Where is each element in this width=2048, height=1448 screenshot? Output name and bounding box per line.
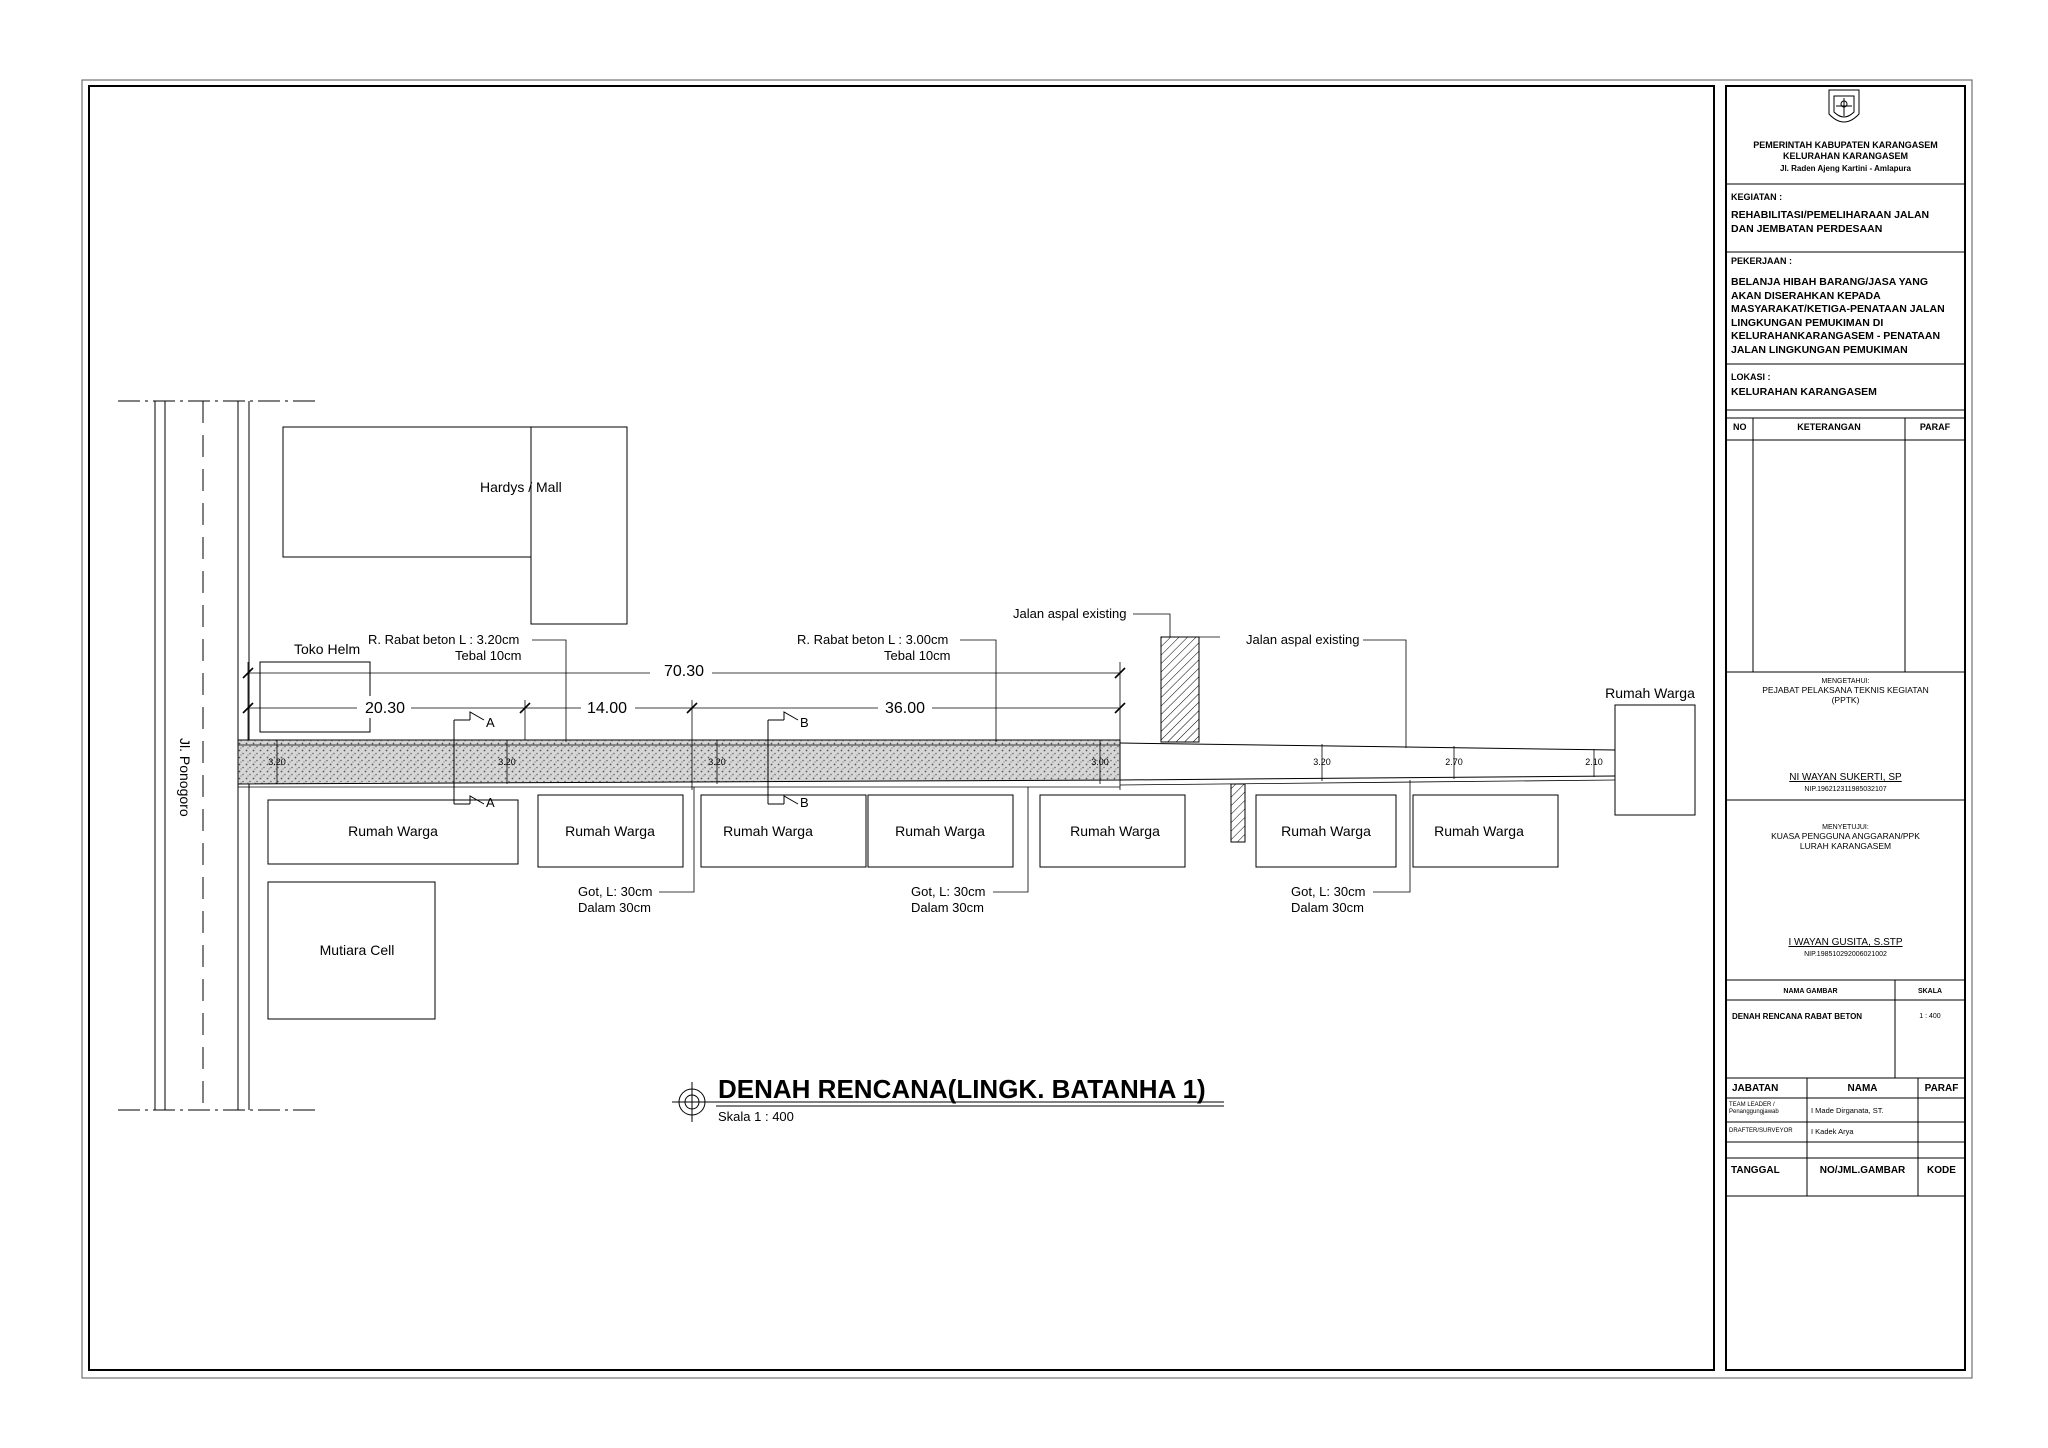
- rumah-warga-label: Rumah Warga: [565, 823, 655, 839]
- dim-total: 70.30: [664, 663, 704, 680]
- pekerjaan-label: PEKERJAAN :: [1731, 256, 1793, 266]
- section-a-label: A: [486, 715, 495, 730]
- kpa-name: I WAYAN GUSITA, S.STP: [1788, 937, 1903, 948]
- mutiara-cell-building: [267, 881, 436, 1020]
- pptk-nip: NIP.196212311985032107: [1804, 786, 1887, 793]
- no-gambar-header: NO/JML.GAMBAR: [1819, 1165, 1906, 1176]
- width-label: 3.20: [708, 757, 726, 767]
- title-block-frame: [1725, 85, 1966, 1371]
- mengetahui-line2: PEJABAT PELAKSANA TEKNIS KEGIATAN: [1762, 685, 1929, 695]
- rabat1-note-line1: R. Rabat beton L : 3.20cm: [368, 632, 519, 647]
- rumah-warga-label: Rumah Warga: [723, 823, 813, 839]
- kode-header: KODE: [1927, 1165, 1956, 1176]
- title-block-lines: [1726, 183, 1965, 1197]
- pptk-name: NI WAYAN SUKERTI, SP: [1789, 772, 1902, 783]
- got-note-line2: Dalam 30cm: [1291, 900, 1364, 915]
- width-label: 3.20: [268, 757, 286, 767]
- nama-gambar-value: DENAH RENCANA RABAT BETON: [1732, 1012, 1863, 1021]
- kabupaten-emblem: [1828, 89, 1860, 123]
- dim-seg1: 20.30: [365, 700, 405, 717]
- aspal-note-1: Jalan aspal existing: [1013, 606, 1126, 621]
- nama-gambar-label: NAMA GAMBAR: [1783, 988, 1838, 995]
- drawing-title-symbol: [672, 1082, 1224, 1122]
- mengetahui-line3: (PPTK): [1831, 695, 1860, 705]
- section-a-label: A: [486, 795, 495, 810]
- road-width-ticks: [276, 740, 1595, 784]
- rumah-warga-end-label: Rumah Warga: [1605, 685, 1695, 701]
- got-note-line1: Got, L: 30cm: [1291, 884, 1365, 899]
- width-label: 3.20: [1313, 757, 1331, 767]
- col-keterangan: KETERANGAN: [1797, 422, 1861, 432]
- org-address: Jl. Raden Ajeng Kartini - Amlapura: [1780, 164, 1911, 173]
- drawing-frame: [88, 85, 1715, 1371]
- section-marker-a: [453, 711, 485, 805]
- paraf-header: PARAF: [1924, 1083, 1959, 1094]
- drawing-title: DENAH RENCANA(LINGK. BATANHA 1): [718, 1074, 1206, 1104]
- kegiatan-label: KEGIATAN :: [1731, 192, 1783, 202]
- toko-helm-label: Toko Helm: [294, 641, 360, 657]
- width-label: 3.20: [498, 757, 516, 767]
- org-line2: KELURAHAN KARANGASEM: [1783, 151, 1908, 161]
- hardys-mall-wing: [530, 426, 628, 625]
- got-note-line1: Got, L: 30cm: [578, 884, 652, 899]
- rumah-warga-label: Rumah Warga: [1070, 823, 1160, 839]
- kegiatan-text: REHABILITASI/PEMELIHARAAN JALAN DAN JEMB…: [1731, 209, 1930, 235]
- rabat2-note-line2: Tebal 10cm: [884, 648, 950, 663]
- menyetujui-line1: MENYETUJUI:: [1822, 824, 1869, 831]
- got-note-line2: Dalam 30cm: [911, 900, 984, 915]
- org-line1: PEMERINTAH KABUPATEN KARANGASEM: [1753, 140, 1938, 150]
- drawing-scale: Skala 1 : 400: [718, 1109, 794, 1124]
- hardys-mall-label: Hardys / Mall: [480, 479, 562, 495]
- menyetujui-line3: LURAH KARANGASEM: [1799, 841, 1892, 851]
- pekerjaan-text: BELANJA HIBAH BARANG/JASA YANG AKAN DISE…: [1731, 276, 1945, 356]
- toko-helm-building: [259, 661, 371, 733]
- drafter-name: I Kadek Arya: [1811, 1127, 1854, 1136]
- tanggal-header: TANGGAL: [1731, 1165, 1780, 1176]
- skala-value: 1 : 400: [1919, 1013, 1941, 1020]
- rabat2-note-line1: R. Rabat beton L : 3.00cm: [797, 632, 948, 647]
- team-leader-role: TEAM LEADER / Penanggungjawab: [1729, 1102, 1779, 1115]
- got-note-line1: Got, L: 30cm: [911, 884, 985, 899]
- outer-border: [81, 79, 1973, 1379]
- jabatan-header: JABATAN: [1732, 1083, 1779, 1094]
- got-note-line2: Dalam 30cm: [578, 900, 651, 915]
- col-no: NO: [1733, 422, 1747, 432]
- section-marker-b: [767, 711, 799, 805]
- section-b-label: B: [800, 795, 809, 810]
- rumah-warga-label: Rumah Warga: [895, 823, 985, 839]
- dim-seg3: 36.00: [885, 700, 925, 717]
- section-b-label: B: [800, 715, 809, 730]
- dim-seg2: 14.00: [587, 700, 627, 717]
- rumah-warga-end: [1614, 704, 1696, 816]
- mengetahui-line1: MENGETAHUI:: [1821, 678, 1870, 685]
- rumah-warga-label: Rumah Warga: [1281, 823, 1371, 839]
- mutiara-cell-label: Mutiara Cell: [320, 942, 395, 958]
- width-label: 2.10: [1585, 757, 1603, 767]
- width-label: 2.70: [1445, 757, 1463, 767]
- lokasi-label: LOKASI :: [1731, 372, 1771, 382]
- kpa-nip: NIP.198510292006021002: [1804, 951, 1887, 958]
- houses-row: Rumah Warga Rumah Warga Rumah Warga Ruma…: [267, 794, 1559, 868]
- team-leader-name: I Made Dirganata, ST.: [1811, 1106, 1884, 1115]
- rabat-beton-road: [237, 739, 1121, 785]
- rabat1-note-line2: Tebal 10cm: [455, 648, 521, 663]
- existing-asphalt-hatch: [1160, 636, 1200, 743]
- menyetujui-line2: KUASA PENGGUNA ANGGARAN/PPK: [1771, 831, 1920, 841]
- width-label: 3.00: [1091, 757, 1109, 767]
- col-paraf: PARAF: [1919, 422, 1951, 432]
- aspal-note-2: Jalan aspal existing: [1246, 632, 1359, 647]
- lokasi-text: KELURAHAN KARANGASEM: [1731, 386, 1877, 398]
- drafter-role: DRAFTER/SURVEYOR: [1729, 1128, 1793, 1134]
- rumah-warga-label: Rumah Warga: [348, 823, 438, 839]
- nama-header: NAMA: [1847, 1083, 1878, 1094]
- skala-label: SKALA: [1917, 988, 1943, 995]
- leader-lines: [532, 613, 1411, 893]
- street-label: Jl. Ponogoro: [177, 738, 193, 817]
- culvert-hatch: [1230, 783, 1246, 843]
- rumah-warga-label: Rumah Warga: [1434, 823, 1524, 839]
